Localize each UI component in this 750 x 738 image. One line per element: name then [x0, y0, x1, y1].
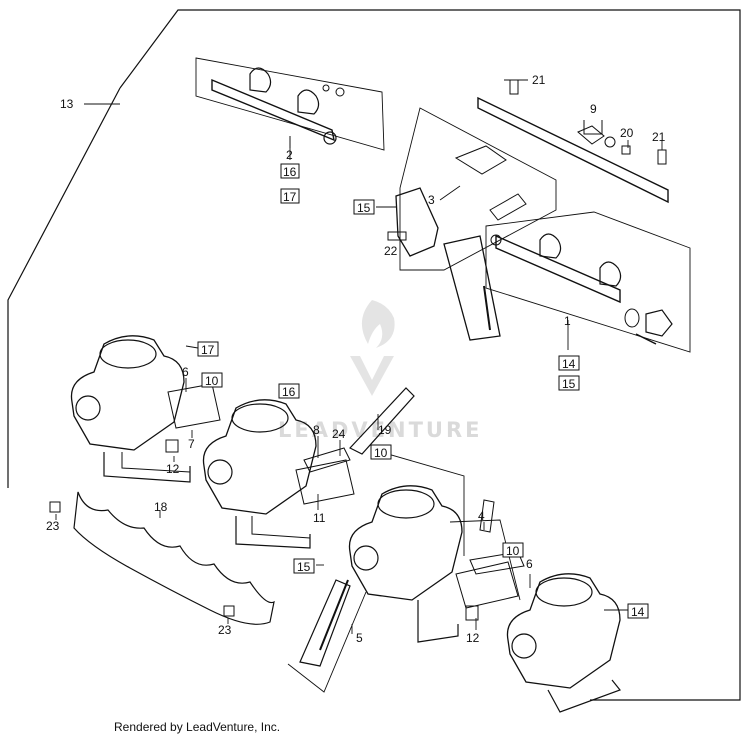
callout-10-right: 10 [506, 544, 520, 558]
callout-23-left: 23 [46, 519, 60, 533]
callout-3: 3 [428, 193, 435, 207]
throttle-shaft-group-left [195, 57, 385, 151]
fasteners [49, 501, 235, 617]
throttle-shaft-right [477, 79, 669, 204]
callout-17-carb: 17 [201, 343, 215, 357]
callout-15-top: 15 [357, 201, 371, 215]
carburetor-2 [202, 399, 317, 549]
carburetor-3 [348, 485, 463, 643]
callout-7: 7 [188, 437, 195, 451]
callout-23-bottom: 23 [218, 623, 232, 637]
callout-17-top: 17 [283, 190, 297, 204]
callout-6-left: 6 [182, 365, 189, 379]
callout-14-top: 14 [562, 357, 576, 371]
callout-8: 8 [313, 423, 320, 437]
callout-5: 5 [356, 631, 363, 645]
callout-6-right: 6 [526, 557, 533, 571]
callout-22: 22 [384, 244, 398, 258]
callout-12-left: 12 [166, 462, 180, 476]
callout-11: 11 [313, 511, 326, 525]
callout-15-cable: 15 [297, 560, 311, 574]
callout-19: 19 [378, 423, 392, 437]
callout-12-right: 12 [466, 631, 480, 645]
callout-10-left: 10 [205, 374, 219, 388]
footer-credit: Rendered by LeadVenture, Inc. [114, 720, 281, 734]
callout-18: 18 [154, 500, 168, 514]
callout-15-right: 15 [562, 377, 576, 391]
callout-13: 13 [60, 97, 74, 111]
callout-20: 20 [620, 126, 634, 140]
hoses [299, 387, 495, 667]
callout-16-top: 16 [283, 165, 297, 179]
callout-21-top: 21 [532, 73, 546, 87]
callout-2: 2 [286, 148, 293, 162]
callout-14-carb: 14 [631, 605, 645, 619]
joint-pipes [165, 383, 525, 621]
assembly-outline-left [7, 87, 121, 488]
gasket-strip [73, 491, 275, 625]
callout-16-carb: 16 [282, 385, 296, 399]
link-plate-group [387, 107, 557, 341]
callout-1: 1 [564, 314, 571, 328]
carburetor-1 [70, 335, 191, 483]
leader-lines [55, 79, 663, 634]
callout-10-center: 10 [374, 446, 388, 460]
assembly-outline [119, 9, 741, 701]
callout-labels: 13 2 16 17 21 9 20 21 3 15 22 1 14 15 17… [46, 73, 666, 645]
throttle-shaft-group-right [485, 211, 691, 353]
boxed-label-frames [197, 163, 649, 619]
callout-21-right: 21 [652, 130, 666, 144]
watermark-logo: LEADVENTURE [278, 300, 479, 442]
carburetor-4 [506, 573, 621, 713]
callout-4: 4 [478, 509, 485, 523]
callout-9: 9 [590, 102, 597, 116]
callout-24: 24 [332, 427, 346, 441]
